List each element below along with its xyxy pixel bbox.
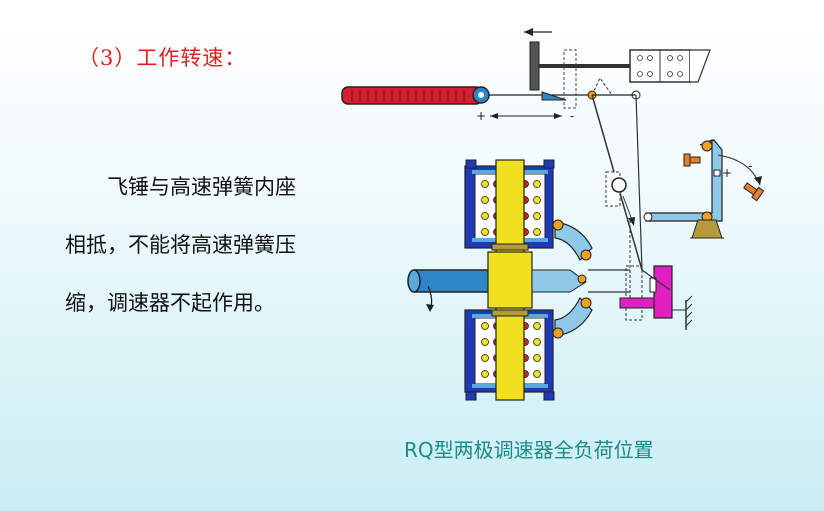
slide-heading: （3）工作转速： <box>78 46 247 70</box>
body-paragraph: 飞锤与高速弹簧内座相抵，不能将高速弹簧压缩，调速器不起作用。 <box>65 175 296 315</box>
lever-plus-label: + <box>722 166 732 180</box>
diagram-caption: RQ型两极调速器全负荷位置 <box>404 438 654 462</box>
upper-bell-crank <box>554 221 593 262</box>
rack-minus-label: - <box>570 109 574 123</box>
lever-minus-label: - <box>748 159 752 173</box>
adjusting-screw-right <box>743 182 765 202</box>
adjusting-screw-left <box>683 153 701 167</box>
lower-bell-crank <box>554 296 593 337</box>
rack-direction-arrow: + - <box>476 109 574 123</box>
sliding-bushing <box>653 265 673 319</box>
stop-direction-arrow <box>524 28 552 36</box>
slide-body-text: 飞锤与高速弹簧内座相抵，不能将高速弹簧压缩，调速器不起作用。 <box>65 158 315 332</box>
rack-plus-label: + <box>476 109 486 123</box>
fuel-rack <box>341 86 483 105</box>
control-lever <box>643 139 724 239</box>
rq-governor-diagram: + - + <box>341 28 765 401</box>
governor-sleeve-outline <box>625 265 643 321</box>
stop-wedge <box>541 91 567 101</box>
stop-lever-bar <box>529 41 540 91</box>
